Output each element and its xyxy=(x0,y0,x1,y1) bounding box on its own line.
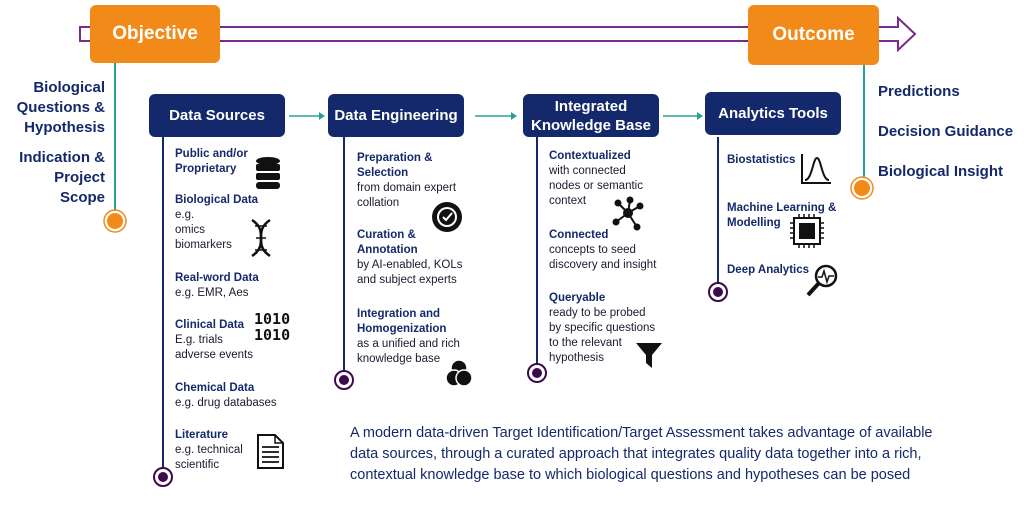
engineering-preparation: Preparation & Selection from domain expe… xyxy=(357,152,457,209)
stage-data-sources: Data Sources xyxy=(149,94,285,137)
outcome-labels: Predictions Decision Guidance Biological… xyxy=(878,83,1014,180)
kb-connected: Connected concepts to seed discovery and… xyxy=(549,229,657,271)
objective-labels: Biological Questions & Hypothesis Indica… xyxy=(16,79,105,206)
engineering-curation: Curation & Annotation by AI-enabled, KOL… xyxy=(357,229,463,286)
network-icon xyxy=(612,196,644,231)
objective-marker xyxy=(105,211,125,231)
filter-icon xyxy=(636,343,662,368)
source-clinical: Clinical Data E.g. trials adverse events xyxy=(175,319,253,361)
description-text: A modern data-driven Target Identificati… xyxy=(350,425,933,483)
stage-analytics-tools: Analytics Tools xyxy=(705,92,841,135)
check-badge-icon xyxy=(432,202,462,232)
analytics-deep: Deep Analytics xyxy=(727,264,810,276)
analytics-machine-learning: Machine Learning & Modelling xyxy=(727,202,837,229)
source-real-world: Real-word Data e.g. EMR, Aes xyxy=(175,272,259,299)
chip-icon xyxy=(790,214,824,248)
source-biological: Biological Data e.g. omics biomarkers xyxy=(175,194,259,251)
database-icon xyxy=(256,157,280,189)
dna-icon xyxy=(251,218,271,258)
kb-queryable: Queryable ready to be probed by specific… xyxy=(549,292,656,364)
outcome-box: Outcome xyxy=(748,5,879,65)
engineering-integration: Integration and Homogenization as a unif… xyxy=(357,308,460,365)
binary-icon: 1010 1010 xyxy=(254,310,291,344)
stage-data-engineering: Data Engineering xyxy=(328,94,464,137)
document-icon xyxy=(257,434,284,469)
objective-box: Objective xyxy=(90,5,220,63)
analytics-biostatistics: Biostatistics xyxy=(727,154,796,166)
stage-knowledge-base: Integrated Knowledge Base xyxy=(523,94,659,137)
kb-contextualized: Contextualized with connected nodes or s… xyxy=(549,150,643,207)
source-chemical: Chemical Data e.g. drug databases xyxy=(175,382,277,409)
venn-icon xyxy=(445,359,473,387)
distribution-chart-icon xyxy=(801,154,831,184)
outcome-marker xyxy=(852,178,872,198)
source-literature: Literature e.g. technical scientific xyxy=(175,429,243,471)
magnifier-pulse-icon xyxy=(806,264,838,297)
source-public: Public and/or Proprietary xyxy=(175,148,248,175)
